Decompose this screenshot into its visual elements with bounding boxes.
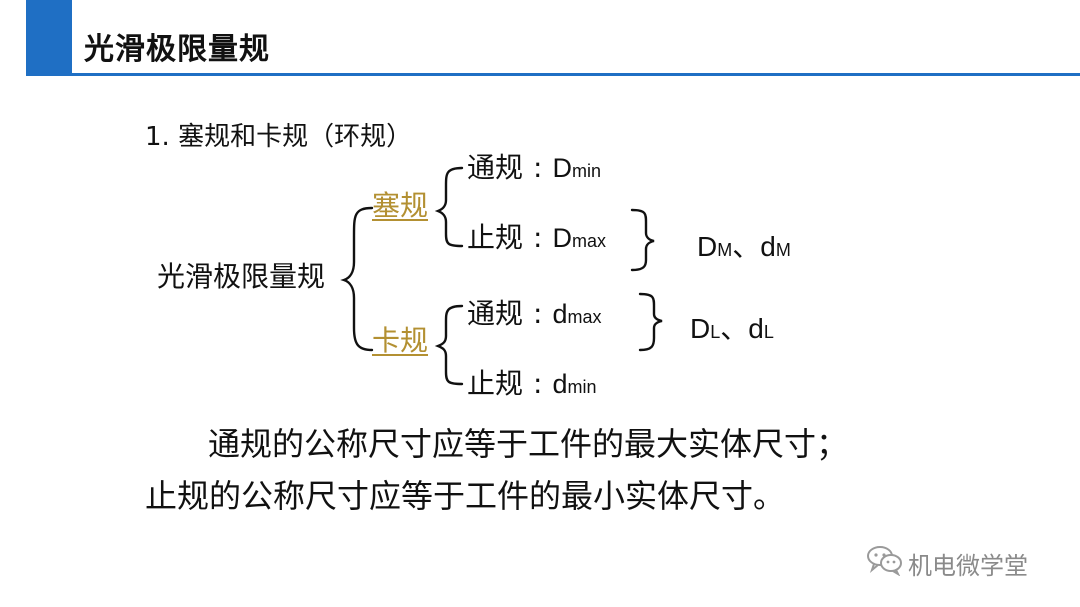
page-title: 光滑极限量规 bbox=[84, 32, 270, 67]
result-b: d bbox=[760, 231, 776, 262]
leaf-colon: : bbox=[533, 297, 543, 330]
header-underline bbox=[26, 73, 1080, 76]
result-b: d bbox=[748, 313, 764, 344]
leaf-colon: : bbox=[533, 221, 543, 254]
section-subtitle: 1. 塞规和卡规（环规） bbox=[145, 122, 413, 152]
ring-result-brace bbox=[638, 292, 663, 352]
leaf-symbol: d bbox=[552, 369, 568, 399]
body-text-line-2: 止规的公称尺寸应等于工件的最小实体尺寸。 bbox=[145, 477, 786, 515]
leaf-symbol: D bbox=[552, 223, 572, 253]
leaf-name: 通规 bbox=[467, 297, 524, 330]
result-a-sub: M bbox=[717, 240, 733, 260]
ring-nogo-gauge: 止规: dmin bbox=[467, 370, 597, 398]
ring-result: DL、dL bbox=[690, 315, 774, 343]
leaf-subscript: max bbox=[567, 307, 602, 327]
leaf-name: 通规 bbox=[467, 151, 524, 184]
ring-gauge-label: 卡规 bbox=[372, 324, 429, 357]
tree-root-label: 光滑极限量规 bbox=[157, 260, 326, 293]
result-b-sub: M bbox=[775, 240, 791, 260]
result-a-sub: L bbox=[710, 322, 721, 342]
watermark: 机电微学堂 bbox=[866, 540, 1046, 580]
leaf-colon: : bbox=[533, 151, 543, 184]
plug-result: DM、dM bbox=[697, 233, 791, 261]
result-sep: 、 bbox=[732, 231, 761, 262]
leaf-symbol: d bbox=[552, 299, 568, 329]
watermark-text: 机电微学堂 bbox=[908, 552, 1028, 580]
plug-result-brace bbox=[630, 208, 655, 272]
plug-brace bbox=[434, 166, 464, 248]
leaf-name: 止规 bbox=[467, 221, 524, 254]
ring-brace bbox=[434, 304, 464, 386]
ring-go-gauge: 通规: dmax bbox=[467, 300, 602, 328]
leaf-subscript: min bbox=[571, 161, 601, 181]
wechat-icon bbox=[867, 546, 902, 576]
result-a: D bbox=[697, 231, 718, 262]
leaf-symbol: D bbox=[552, 153, 572, 183]
header-accent-bar bbox=[26, 0, 72, 76]
result-sep: 、 bbox=[720, 313, 749, 344]
result-b-sub: L bbox=[763, 322, 774, 342]
plug-nogo-gauge: 止规: Dmax bbox=[467, 224, 606, 252]
leaf-subscript: min bbox=[567, 377, 597, 397]
leaf-colon: : bbox=[533, 367, 543, 400]
leaf-subscript: max bbox=[571, 231, 606, 251]
result-a: D bbox=[690, 313, 711, 344]
body-text-line-1: 通规的公称尺寸应等于工件的最大实体尺寸； bbox=[208, 425, 849, 463]
plug-go-gauge: 通规: Dmin bbox=[467, 154, 601, 182]
root-brace bbox=[340, 206, 374, 352]
plug-gauge-label: 塞规 bbox=[372, 189, 429, 222]
leaf-name: 止规 bbox=[467, 367, 524, 400]
